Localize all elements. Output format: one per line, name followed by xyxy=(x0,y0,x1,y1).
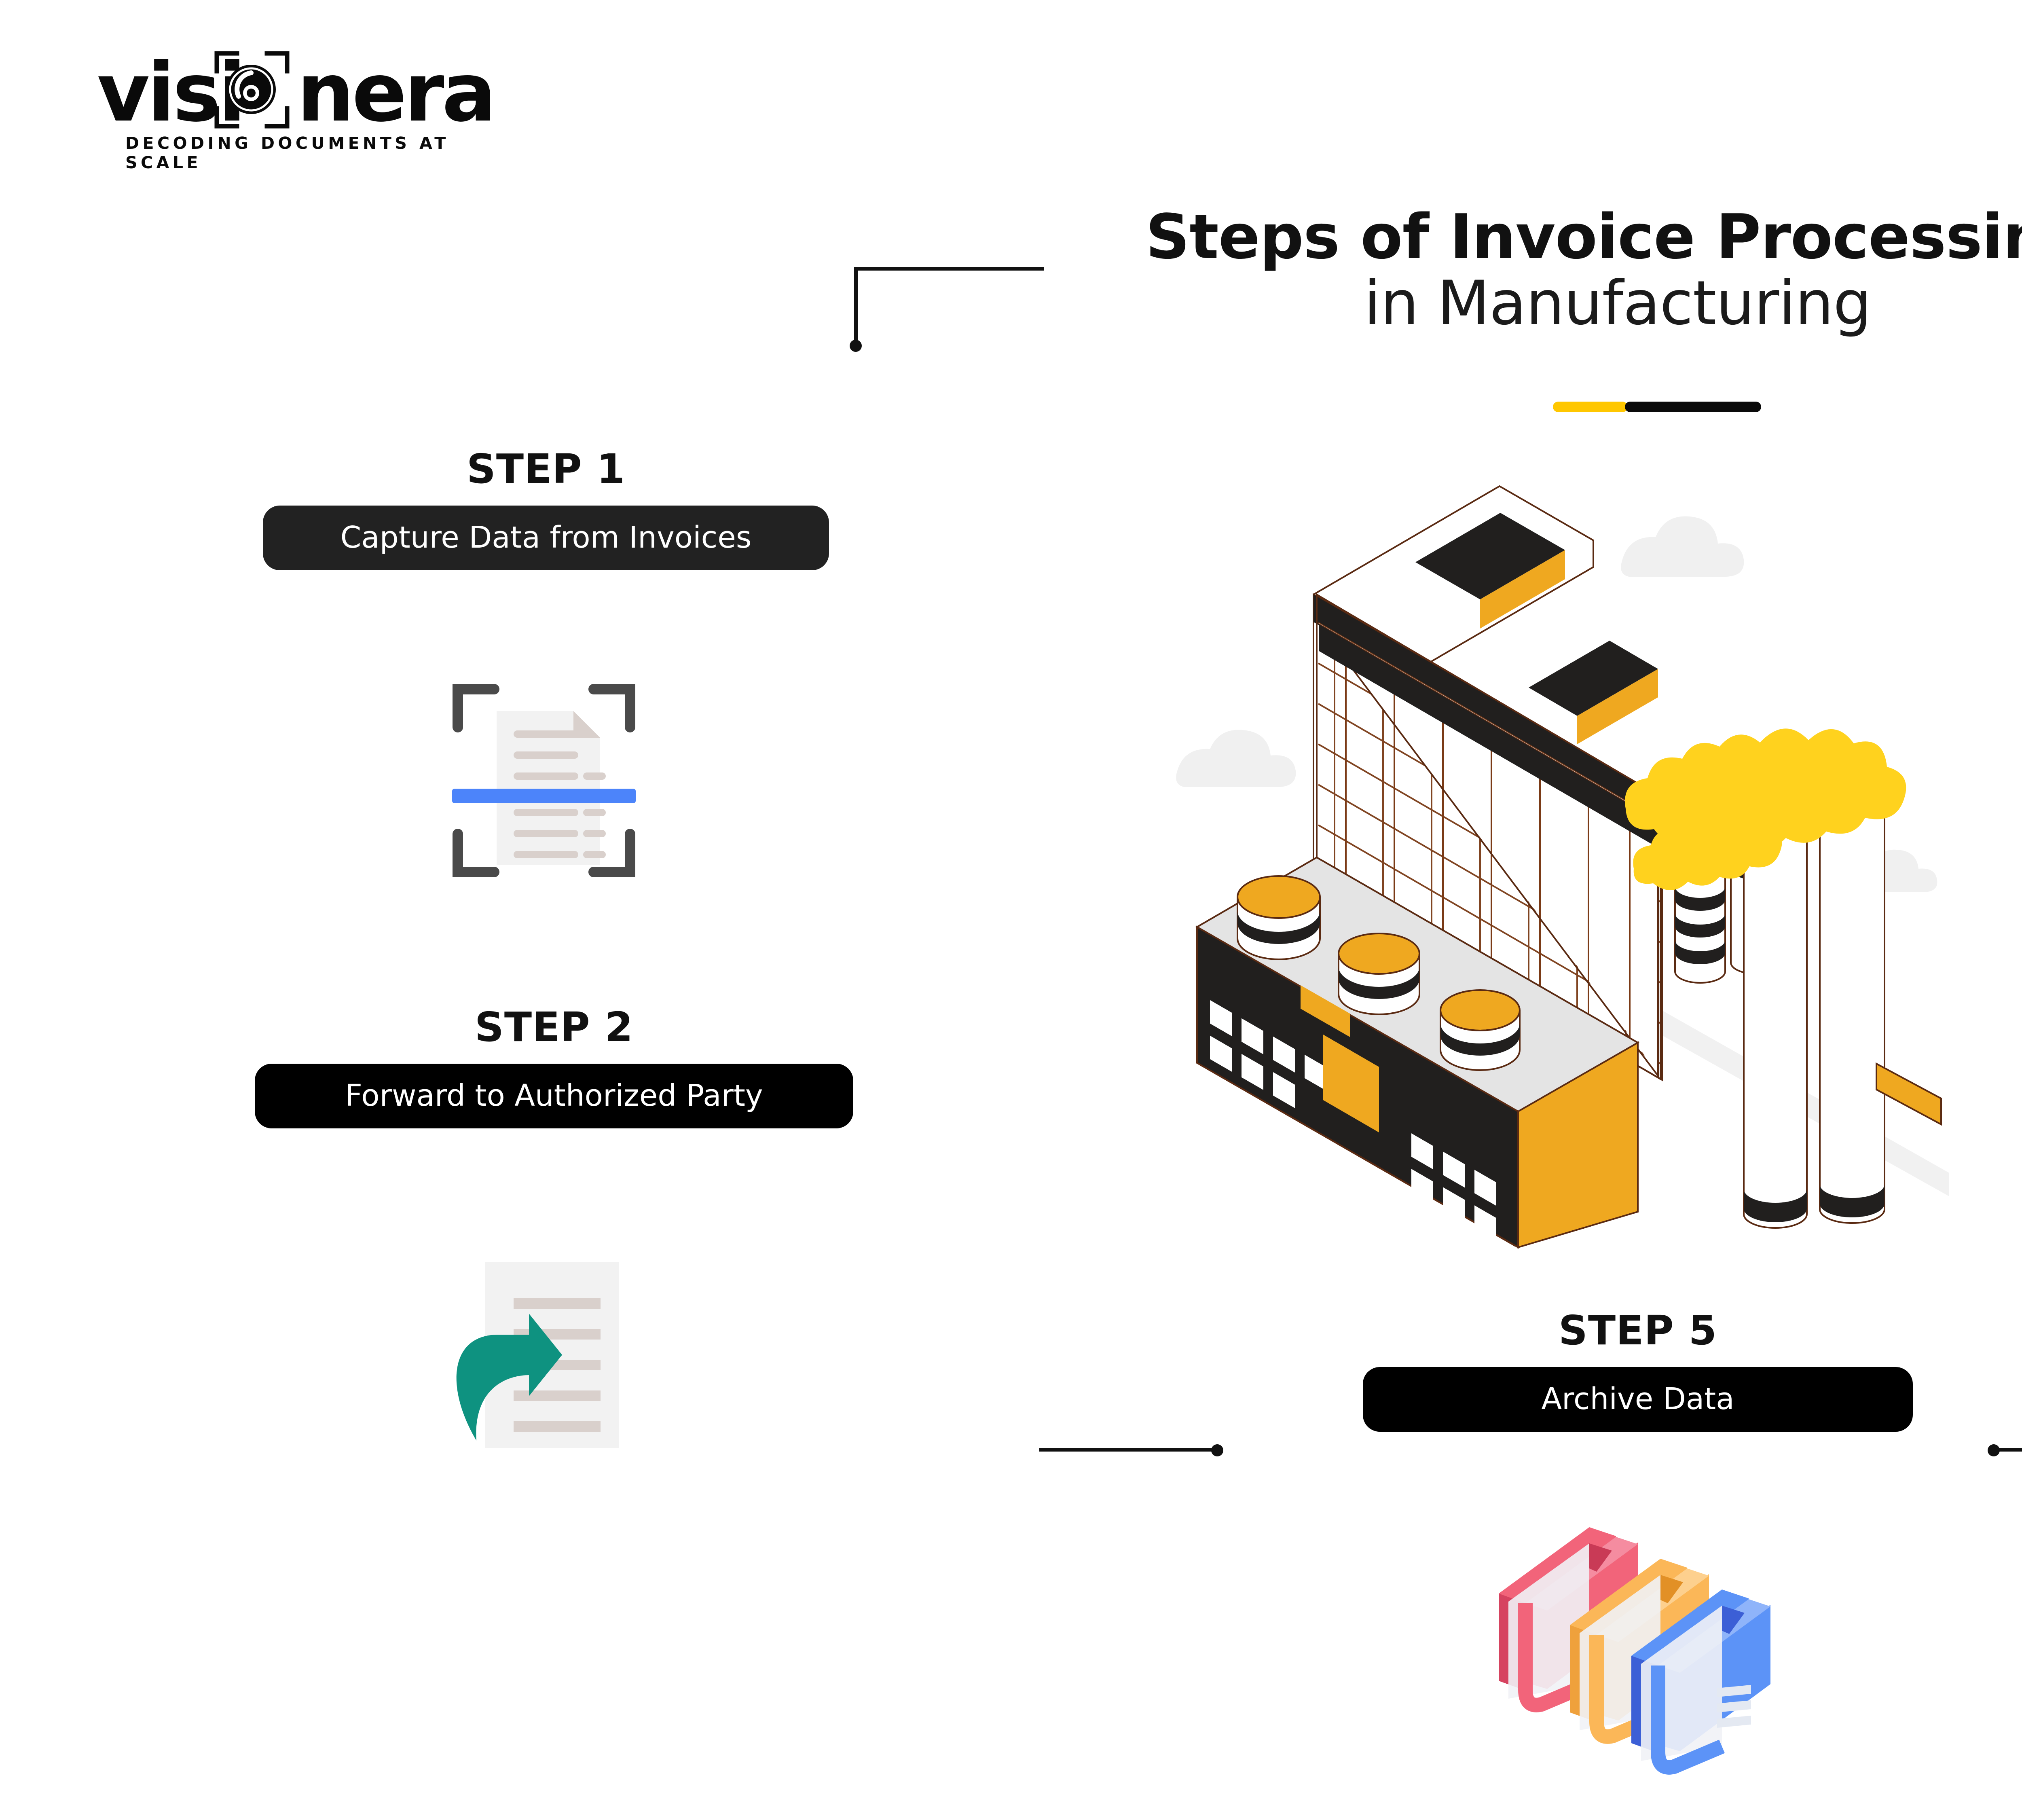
step-5-badge[interactable]: Archive Data xyxy=(1363,1367,1913,1432)
logo-wordmark: visionera xyxy=(97,51,501,133)
forward-arrow-document-icon xyxy=(429,1254,623,1456)
camera-lens-icon xyxy=(226,65,276,114)
title-divider xyxy=(1553,402,1761,412)
step-2-block: STEP 2 Forward to Authorized Party xyxy=(243,1007,865,1128)
document-scan-icon xyxy=(449,679,639,882)
page-title: Steps of Invoice Processing in Manufactu… xyxy=(1011,204,2022,337)
factory-illustration xyxy=(1165,461,1957,1249)
step-5-label: Archive Data xyxy=(1541,1382,1734,1417)
connector-bottom-left xyxy=(1039,1444,1229,1458)
logo-text-part2: nera xyxy=(296,46,497,140)
step-1-badge[interactable]: Capture Data from Invoices xyxy=(263,506,829,570)
title-line-1: Steps of Invoice Processing xyxy=(1145,201,2022,273)
step-1-label: Capture Data from Invoices xyxy=(340,520,752,555)
step-5-block: STEP 5 Archive Data xyxy=(1335,1310,1941,1432)
logo-text-part1: visi xyxy=(97,46,246,140)
divider-black-segment xyxy=(1625,402,1761,412)
step-1-number: STEP 1 xyxy=(466,445,626,493)
step-5-number: STEP 5 xyxy=(1558,1307,1717,1354)
connector-bottom-right xyxy=(1982,1444,2022,1458)
step-2-number: STEP 2 xyxy=(474,1003,634,1051)
logo-text: visionera xyxy=(97,53,497,133)
archive-folders-icon xyxy=(1468,1521,1770,1775)
title-line-2: in Manufacturing xyxy=(1364,268,1872,339)
brand-logo: visionera DECODING DOCUMENTS AT SCALE xyxy=(97,51,501,172)
step-2-label: Forward to Authorized Party xyxy=(345,1078,763,1113)
scan-frame-icon xyxy=(214,51,290,129)
step-1-block: STEP 1 Capture Data from Invoices xyxy=(243,449,849,570)
smoke-clouds xyxy=(1625,728,1906,891)
step-2-badge[interactable]: Forward to Authorized Party xyxy=(255,1064,853,1128)
logo-tagline: DECODING DOCUMENTS AT SCALE xyxy=(125,133,449,172)
divider-yellow-segment xyxy=(1553,402,1628,412)
connector-top-left xyxy=(850,267,1044,352)
